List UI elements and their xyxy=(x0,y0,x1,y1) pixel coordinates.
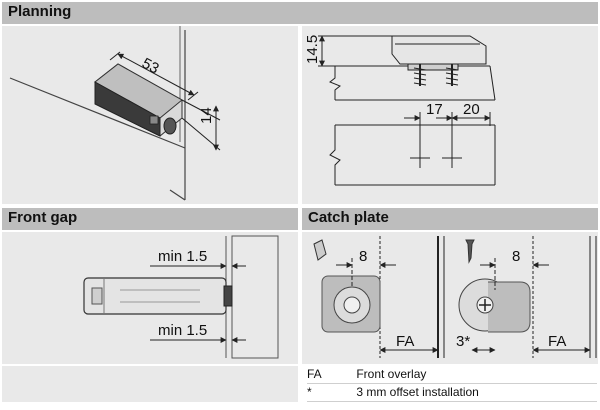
dimension-label-14: 14 xyxy=(198,107,215,124)
legend-row-fa: FA Front overlay xyxy=(307,366,597,384)
legend-text-star: 3 mm offset installation xyxy=(356,385,479,399)
gap-label-top: min 1.5 xyxy=(158,248,207,265)
fa-label-right: FA xyxy=(548,333,566,350)
catch-side-view xyxy=(318,35,496,101)
catch-plate-right-drawing xyxy=(458,236,597,358)
dimension-label-17: 17 xyxy=(426,101,443,118)
section-title-planning: Planning xyxy=(8,3,72,20)
legend-key-fa: FA xyxy=(307,367,322,381)
section-header-catch-plate: Catch plate xyxy=(302,208,598,230)
catch-plan-view xyxy=(329,112,496,186)
plate-width-left: 8 xyxy=(359,248,367,265)
gap-label-bottom: min 1.5 xyxy=(158,322,207,339)
planning-latch-drawing xyxy=(94,63,183,137)
legend-panel-left xyxy=(2,366,298,402)
section-title-front-gap: Front gap xyxy=(8,209,78,226)
section-title-catch-plate: Catch plate xyxy=(308,209,389,226)
section-header-front-gap: Front gap xyxy=(2,208,298,230)
legend-text-fa: Front overlay xyxy=(356,367,427,381)
legend-row-star: * 3 mm offset installation xyxy=(307,384,597,402)
fa-label-left: FA xyxy=(396,333,414,350)
catch-plate-left-drawing xyxy=(313,236,445,358)
dimension-label-14-5: 14.5 xyxy=(304,35,321,64)
offset-label: 3* xyxy=(456,333,470,350)
dimension-label-20: 20 xyxy=(463,101,480,118)
legend-key-star: * xyxy=(307,385,312,399)
section-header-planning: Planning xyxy=(2,2,598,24)
dimension-line-53 xyxy=(109,51,199,101)
dimension-label-53: 53 xyxy=(139,55,162,78)
dimension-line-14 xyxy=(181,99,221,151)
plate-width-right: 8 xyxy=(512,248,520,265)
front-gap-drawing xyxy=(83,235,279,359)
